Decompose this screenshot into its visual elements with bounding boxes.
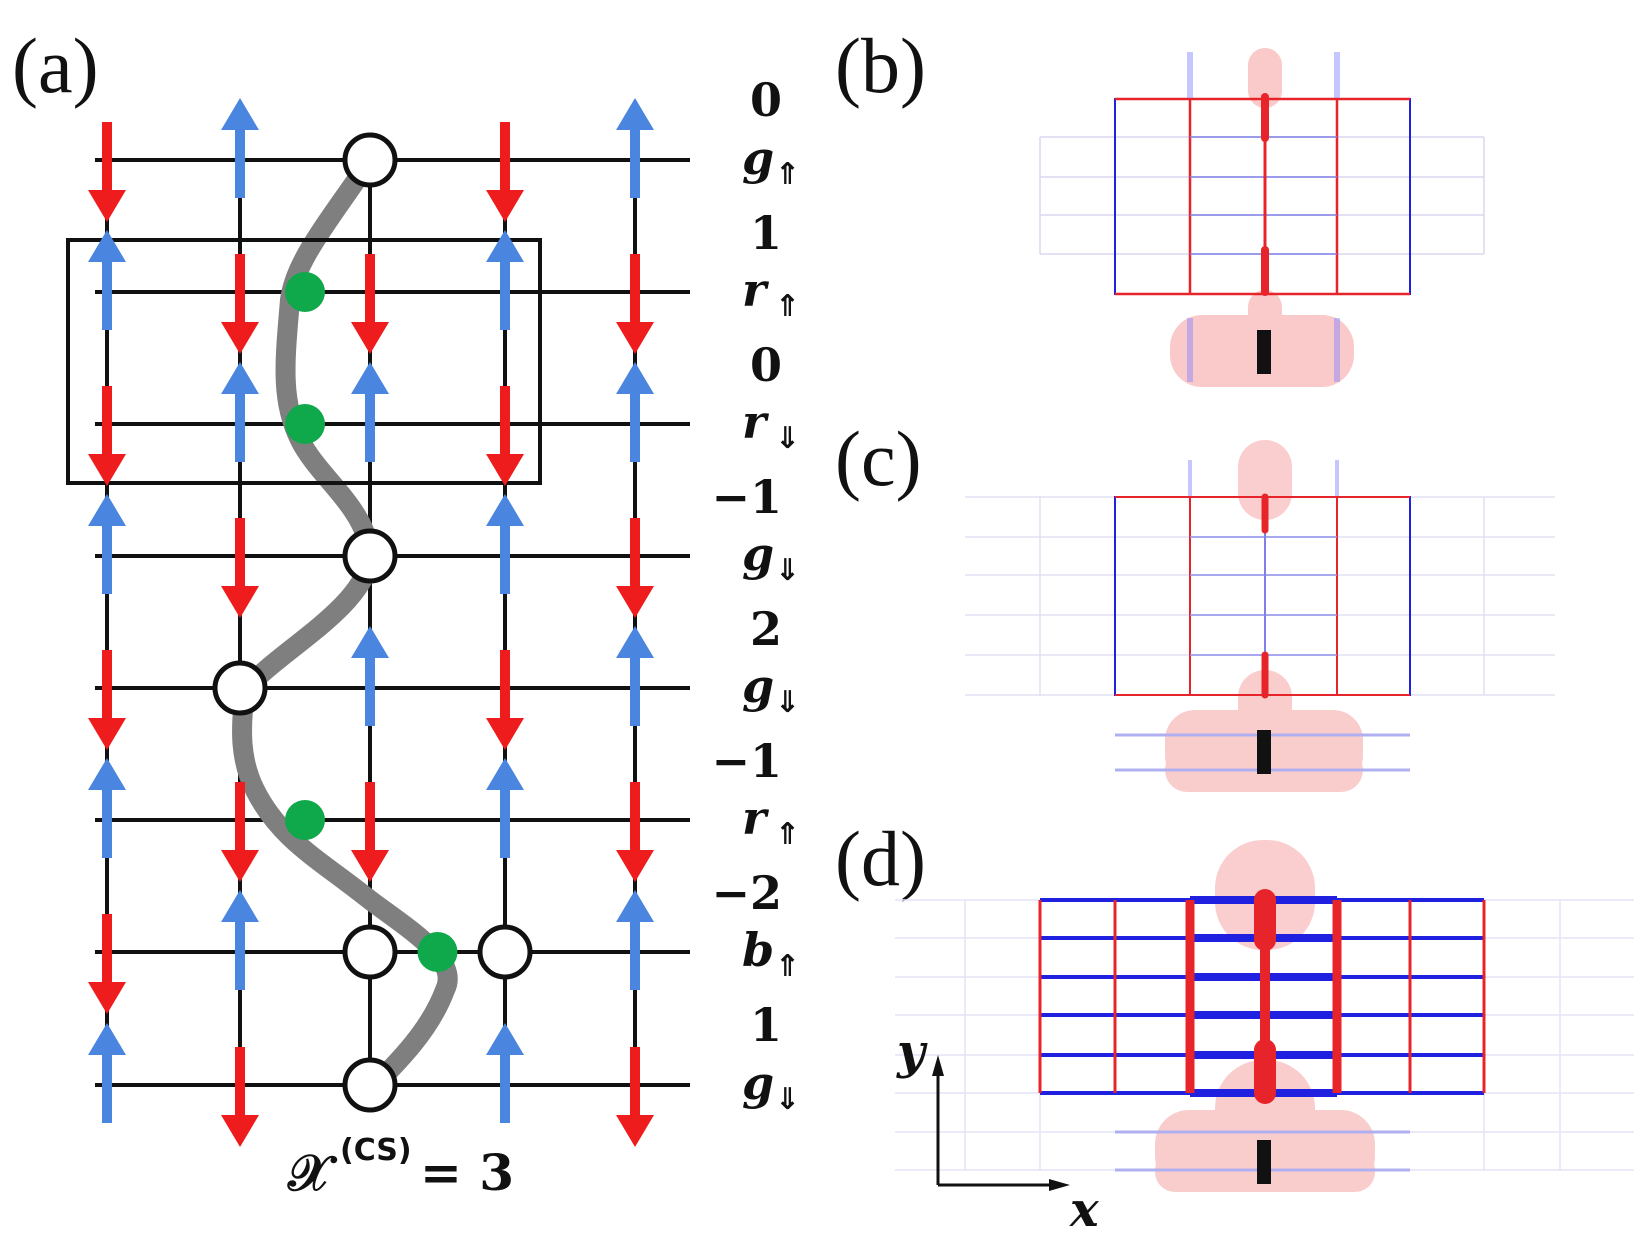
spin-up-arrow [616, 98, 654, 198]
green-markers [285, 272, 458, 972]
panel-label-c: (c) [835, 415, 922, 502]
spin-down-arrow [486, 122, 524, 222]
row-number: 1 [750, 998, 782, 1052]
panel-c-impurity [1257, 730, 1271, 774]
row-label-main: g [742, 527, 774, 581]
panel-label-a: (a) [12, 22, 99, 109]
axes [932, 1055, 1070, 1191]
spin-up-arrow [351, 362, 389, 462]
row-label-main: r [742, 395, 770, 449]
panel-d-impurity [1257, 1140, 1271, 1184]
spin-up-arrow [221, 362, 259, 462]
spin-up-arrow [486, 1023, 524, 1123]
panel-d-bonds [1038, 889, 1486, 1172]
row-number: −2 [711, 866, 782, 920]
spin-down-arrow [88, 650, 126, 750]
row-label-main: r [742, 263, 770, 317]
panel-b-impurity [1257, 330, 1271, 374]
row-label-main: g [742, 131, 774, 185]
spin-up-arrow [221, 890, 259, 990]
row-label-sub: ⇓ [775, 685, 800, 720]
panel-b-bonds [1114, 52, 1411, 382]
spin-down-arrow [221, 1047, 259, 1147]
panel-b-background-grid [1039, 136, 1485, 255]
spin-up-arrow [88, 230, 126, 330]
formula: 𝒳 (CS) = 3 [287, 1133, 514, 1202]
row-label-sub: ⇓ [775, 421, 800, 456]
spin-down-arrow [616, 518, 654, 618]
spin-down-arrow [351, 782, 389, 882]
green-dot [285, 404, 325, 444]
formula-rhs: = 3 [420, 1143, 514, 1202]
row-label-main: r [742, 791, 770, 845]
spin-down-arrow [88, 914, 126, 1014]
spin-up-arrow [616, 626, 654, 726]
panel-label-b: (b) [835, 22, 926, 109]
spin-up-arrow [88, 1023, 126, 1123]
spin-down-arrow [486, 650, 524, 750]
row-label-main: g [742, 659, 774, 713]
hole-circle [212, 660, 268, 716]
row-number: 1 [750, 206, 782, 260]
row-label-sub: ⇑ [775, 949, 800, 984]
spin-up-arrow [486, 758, 524, 858]
x-axis-label: x [1069, 1182, 1100, 1233]
highlight-box [66, 238, 542, 485]
row-label-sub: ⇓ [775, 1082, 800, 1117]
green-dot [285, 800, 325, 840]
spin-up-arrow [88, 494, 126, 594]
row-label-sub: ⇑ [775, 157, 800, 192]
row-label-sub: ⇓ [775, 553, 800, 588]
row-number: 0 [750, 73, 782, 127]
spin-down-arrow [616, 1047, 654, 1147]
spin-up-arrow [486, 494, 524, 594]
hole-circle [477, 924, 533, 980]
row-number: −1 [711, 470, 782, 524]
spin-down-arrow [221, 782, 259, 882]
row-number: 2 [750, 602, 782, 656]
spin-down-arrow [351, 254, 389, 354]
hole-sites [212, 132, 533, 1113]
hole-circle [342, 1057, 398, 1113]
spin-down-arrow [88, 122, 126, 222]
spin-down-arrow [221, 254, 259, 354]
row-numbers: 0 1 0 −1 2 −1 −2 1 [711, 73, 782, 1052]
row-number: −1 [711, 734, 782, 788]
green-dot [285, 272, 325, 312]
panel-label-d: (d) [835, 815, 926, 902]
panel-d: (d) y x [835, 815, 1634, 1233]
hole-circle [342, 528, 398, 584]
spin-down-arrow [88, 386, 126, 486]
row-label-main: g [742, 1056, 774, 1110]
hole-circle [342, 924, 398, 980]
spin-up-arrow [88, 758, 126, 858]
spin-up-arrow [616, 362, 654, 462]
panel-a: (a) g⇑r⇑r⇓g⇓g⇓r⇑b⇑g⇓ 010−12−1−21 𝒳 (CS) … [12, 22, 800, 1202]
spin-up-arrow [616, 890, 654, 990]
panel-c: (c) [835, 415, 1555, 792]
formula-symbol: 𝒳 [287, 1143, 338, 1202]
panel-b: (b) [835, 22, 1485, 387]
spin-up-arrow [221, 98, 259, 198]
spin-arrows [88, 98, 654, 1147]
spin-down-arrow [221, 518, 259, 618]
formula-superscript: (CS) [340, 1133, 412, 1168]
panel-c-background-grid [965, 496, 1555, 696]
spin-down-arrow [486, 386, 524, 486]
spin-down-arrow [616, 782, 654, 882]
spin-up-arrow [486, 230, 524, 330]
spin-up-arrow [351, 626, 389, 726]
row-label-sub: ⇑ [775, 289, 800, 324]
row-number: 0 [750, 338, 782, 392]
row-label-sub: ⇑ [775, 817, 800, 852]
spin-down-arrow [616, 254, 654, 354]
green-dot [417, 932, 458, 972]
row-label-main: b [742, 923, 774, 977]
hole-circle [342, 132, 398, 188]
y-axis-label: y [896, 1024, 928, 1080]
row-labels: g⇑r⇑r⇓g⇓g⇓r⇑b⇑g⇓ [742, 131, 800, 1117]
